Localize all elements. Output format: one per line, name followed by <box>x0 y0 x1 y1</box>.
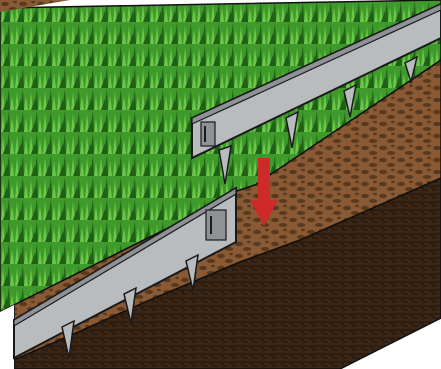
ground-cutaway-corner <box>0 305 14 369</box>
lower-edging-connector-slot <box>206 210 226 240</box>
upper-edging-connector-slot <box>201 122 215 146</box>
